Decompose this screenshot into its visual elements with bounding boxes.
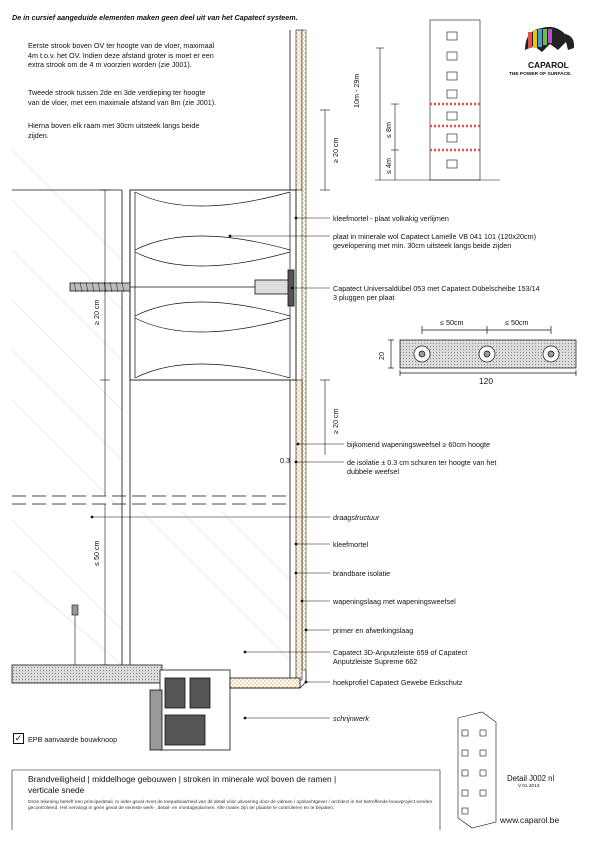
tower-thumbnail (457, 711, 497, 829)
insulation-upper (295, 29, 303, 191)
label-joinery: schrijnwerk (333, 714, 369, 723)
label-combustible-insulation: brandbare isolatie (333, 569, 391, 578)
building-elevation (375, 19, 500, 181)
label-anputzleiste: Capatect 3D-Anputzleiste 659 of Capatect… (333, 648, 468, 666)
dim-h20-top: ≥ 20 cm (331, 137, 340, 163)
epb-label: EPB aanvaarde bouwknoop (28, 735, 118, 744)
header-intro: De in cursief aangeduide elementen maken… (12, 13, 298, 22)
dim-gap: 0.3 (280, 456, 290, 465)
insulation-lower (295, 379, 303, 681)
caparol-logo (520, 20, 580, 60)
label-reinforcement: wapeningslaag met wapeningsweefsel (333, 597, 456, 606)
footer-version: V.01.2013 (518, 784, 540, 789)
dim-8m: ≤ 8m (384, 122, 393, 138)
note-3: Hierna boven elk raam met 30cm uitsteek … (28, 121, 200, 140)
brand-name: CAPAROL (528, 60, 569, 70)
plate-width: 120 (479, 376, 493, 386)
dim-h50: ≤ 50 cm (92, 540, 101, 566)
dim-total: 10m - 29m (352, 73, 361, 108)
label-corner-profile: hoekprofiel Capatect Gewebe Eckschutz (333, 678, 463, 687)
footer-title: Brandveiligheid | middelhoge gebouwen | … (28, 774, 337, 795)
label-adhesive-full: kleefmortel - plaat volkakig verlijmen (333, 214, 449, 223)
footer-frame (11, 769, 441, 830)
label-adhesive: kleefmortel (333, 540, 369, 549)
dim-h20-low: ≥ 20 cm (331, 408, 340, 434)
footer-website: www.caparol.be (500, 815, 560, 825)
window-frame (11, 664, 307, 751)
label-dowel: Capatect Universaldübel 053 met Capatect… (333, 284, 540, 302)
plate-height: 20 (377, 352, 386, 360)
floor-line (12, 495, 290, 505)
leader-lines (92, 217, 344, 719)
note-2: Tweede strook tussen 2de en 3de verdiepi… (28, 88, 217, 107)
brand-tagline: THE POWER OF SURFACE. (509, 72, 572, 77)
footer-disclaimer: Deze tekening betreft een principedetail… (28, 800, 433, 811)
label-mineral-wool: plaat in minerale wol Capatect Lamelle V… (333, 232, 536, 250)
plate-d2: ≤ 50cm (505, 318, 529, 327)
label-structure: draagstructuur (333, 513, 380, 522)
footer-detail: Detail J002 nl (507, 774, 555, 783)
dim-h20-mid: ≥ 20 cm (92, 299, 101, 325)
label-extra-mesh: bijkomend wapeningsweefsel ≥ 60cm hoogte (347, 440, 490, 449)
leader-dots (90, 216, 308, 720)
small-anchor (71, 604, 79, 665)
hatch-lines (11, 149, 291, 666)
label-primer-finish: primer en afwerkingslaag (333, 626, 414, 635)
epb-check-icon: ✓ (13, 733, 24, 744)
dim-4m: ≤ 4m (384, 158, 393, 174)
plate-diagram (388, 326, 577, 376)
note-1: Eerste strook boven OV ter hoogte van de… (28, 41, 215, 70)
render-layer (301, 29, 307, 671)
plate-d1: ≤ 50cm (440, 318, 464, 327)
label-sanding: de isolatie ± 0.3 cm schuren ter hoogte … (347, 458, 497, 476)
